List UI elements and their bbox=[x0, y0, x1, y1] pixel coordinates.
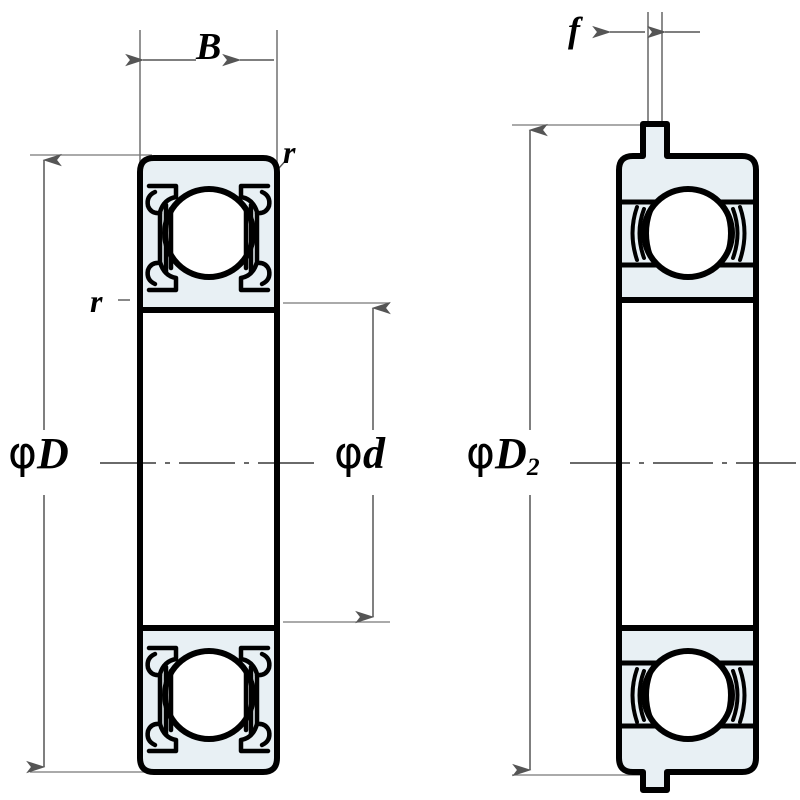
upper-right-seal-left-view bbox=[238, 183, 272, 293]
bore-diameter-letter: d bbox=[363, 429, 386, 478]
upper-left-shield-right-view bbox=[630, 205, 653, 262]
upper-ball-left-view bbox=[162, 186, 256, 280]
upper-ball-right-view bbox=[641, 186, 735, 280]
groove-diameter-subscript: 2 bbox=[526, 452, 540, 482]
dimension-label-phi-D: φD bbox=[8, 432, 69, 476]
dimension-label-f: f bbox=[568, 10, 580, 50]
groove-diameter-letter: D bbox=[495, 429, 527, 478]
phi-symbol-icon: φ bbox=[466, 428, 496, 479]
dimension-label-phi-d: φd bbox=[334, 432, 385, 476]
b-extension-lines bbox=[139, 30, 278, 172]
upper-left-seal-left-view bbox=[145, 183, 179, 293]
leader-line-r-top bbox=[278, 157, 289, 169]
lower-ball-left-view bbox=[162, 648, 256, 742]
lower-right-seal-left-view bbox=[238, 645, 272, 754]
dimension-label-phi-D2: φD2 bbox=[466, 432, 540, 480]
lower-left-shield-right-view bbox=[630, 667, 653, 724]
left-view-group bbox=[26, 30, 391, 775]
lower-ball-right-view bbox=[641, 648, 735, 742]
right-view-group bbox=[512, 12, 800, 793]
dimension-label-r-top: r bbox=[283, 134, 296, 170]
dimension-label-B: B bbox=[196, 26, 222, 68]
lower-right-shield-right-view bbox=[724, 667, 747, 724]
left-view-ring-walls bbox=[137, 308, 280, 632]
phi-symbol-icon: φ bbox=[8, 428, 38, 479]
outer-diameter-letter: D bbox=[37, 429, 69, 478]
phi-symbol-icon: φ bbox=[334, 428, 364, 479]
dimension-label-r-left: r bbox=[90, 283, 103, 319]
right-view-ring-walls bbox=[616, 298, 759, 632]
upper-right-shield-right-view bbox=[724, 205, 747, 262]
lower-left-seal-left-view bbox=[145, 645, 179, 754]
